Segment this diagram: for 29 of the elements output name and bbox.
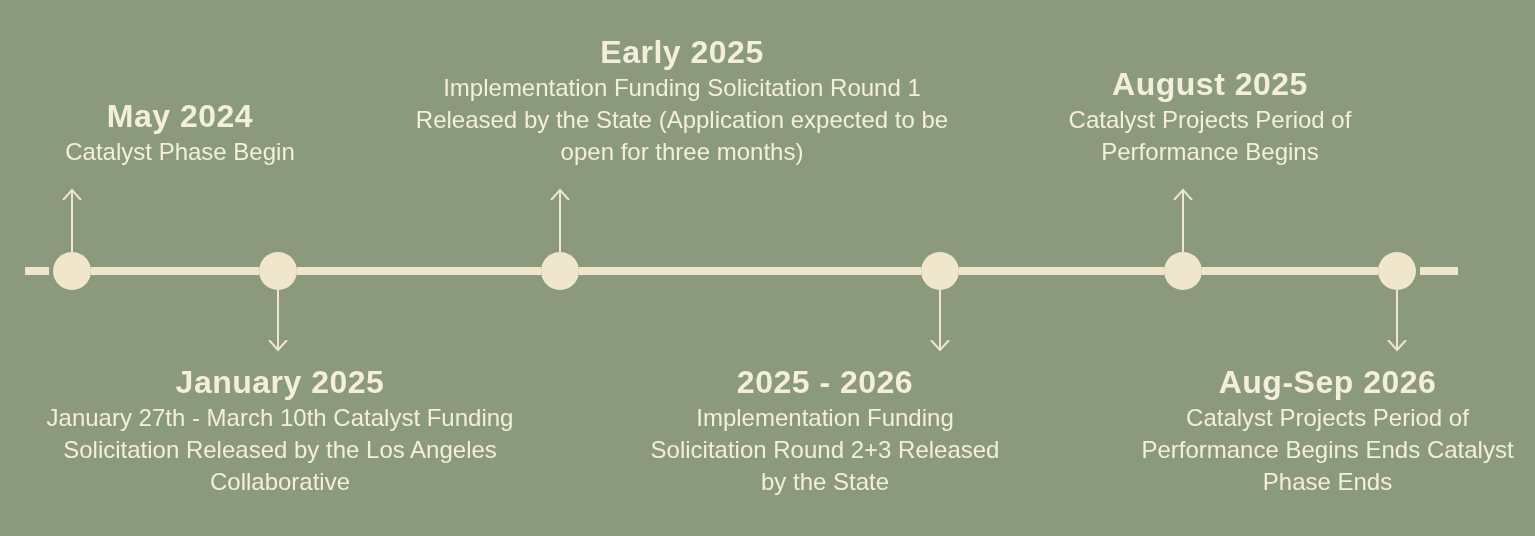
arrow	[62, 189, 82, 253]
milestone-date: January 2025	[175, 363, 385, 402]
timeline-dot	[53, 252, 91, 290]
milestone-date: 2025 - 2026	[736, 363, 914, 402]
timeline-dot	[921, 252, 959, 290]
timeline-dot	[1378, 252, 1416, 290]
milestone-description: Catalyst Phase Begin	[65, 137, 295, 167]
timeline-dot	[259, 252, 297, 290]
timeline-line	[959, 267, 1164, 275]
milestone-description: Implementation Funding Solicitation Round 2+3 Released by the State	[650, 403, 1000, 497]
milestone-date: Early 2025	[600, 33, 764, 72]
milestone-date: May 2024	[106, 97, 254, 136]
arrow	[550, 189, 570, 253]
timeline-line	[579, 267, 921, 275]
timeline-line	[1202, 267, 1378, 275]
arrow	[1387, 289, 1407, 351]
milestone-description: January 27th - March 10th Catalyst Funding Solicitation Released by the Los Angeles Collaborative	[45, 403, 515, 497]
milestone-description: Catalyst Projects Period of Performance Begins	[1067, 105, 1353, 167]
milestone-description: Catalyst Projects Period of Performance Begins Ends Catalyst Phase Ends	[1140, 403, 1515, 497]
milestone-date: Aug-Sep 2026	[1218, 363, 1437, 402]
timeline-line	[297, 267, 541, 275]
timeline-dot	[541, 252, 579, 290]
timeline-line	[91, 267, 259, 275]
arrow	[268, 289, 288, 351]
timeline-dot	[1164, 252, 1202, 290]
milestone-date: August 2025	[1112, 65, 1308, 104]
arrow	[930, 289, 950, 351]
milestone-description: Implementation Funding Solicitation Round 1 Released by the State (Application expected to be open for three months)	[414, 73, 950, 167]
arrow	[1173, 189, 1193, 253]
